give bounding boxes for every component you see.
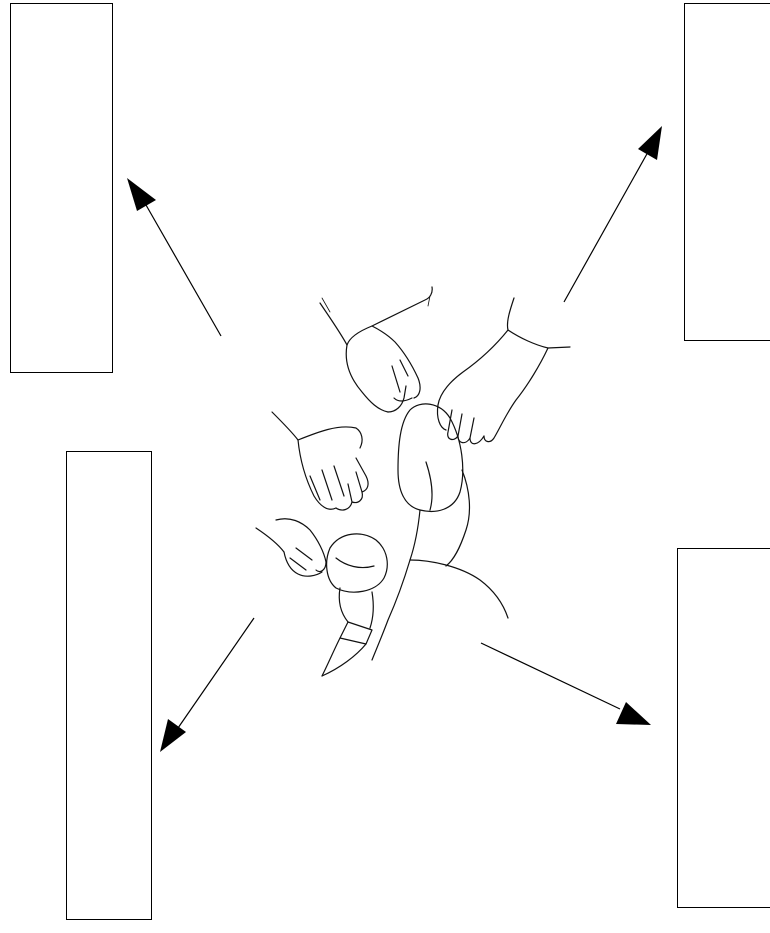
bottom-right-box [677, 548, 770, 908]
top-left-box [10, 3, 113, 373]
hands-icon [255, 286, 571, 677]
top-right-box [684, 3, 770, 341]
arrow-top-right [563, 126, 662, 303]
arrow-top-left [127, 178, 222, 337]
arrow-bottom-left [160, 617, 255, 752]
arrow-bottom-right [480, 642, 651, 725]
bottom-left-box [66, 451, 152, 920]
